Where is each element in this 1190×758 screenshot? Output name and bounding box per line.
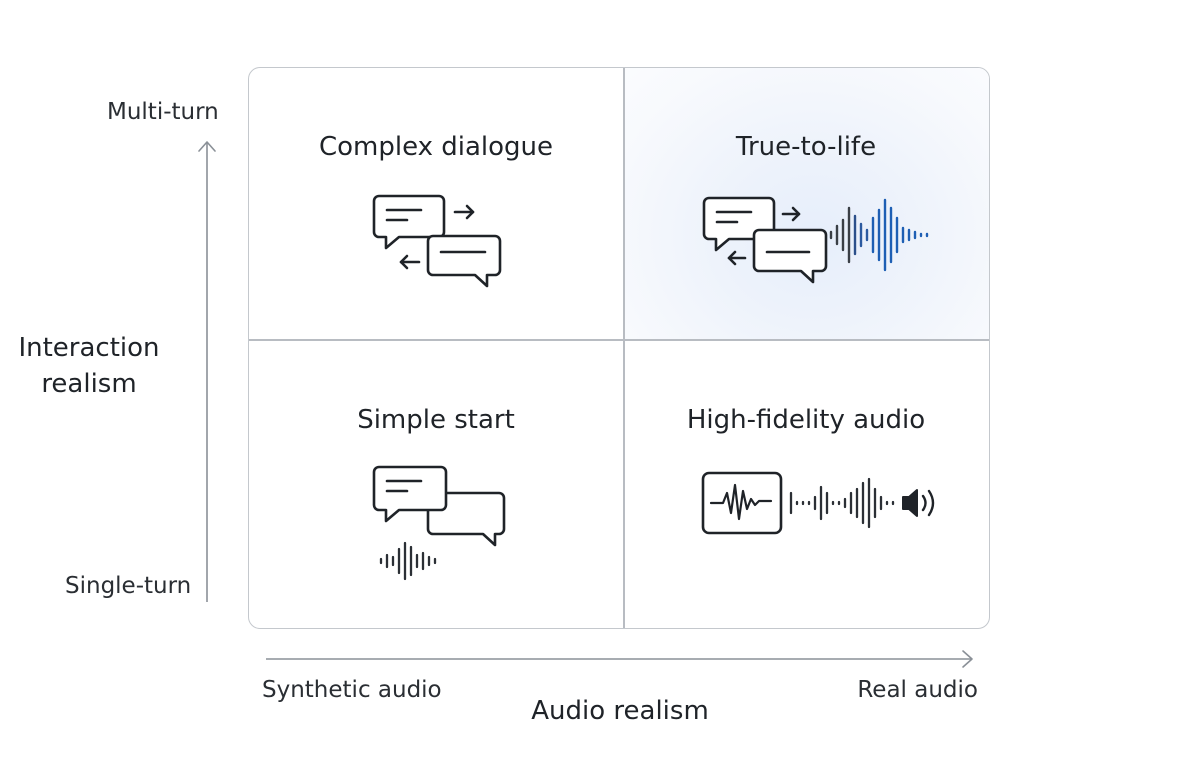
quadrant-simple-start: Simple start [249,339,623,628]
y-axis-title: Interaction realism [16,330,162,402]
quadrant-title: High-fidelity audio [686,405,926,435]
y-axis-top-label: Multi-turn [107,99,219,125]
horizontal-divider [249,339,989,341]
quadrant-complex-dialogue: Complex dialogue [249,68,623,339]
x-axis-right-label: Real audio [857,677,978,703]
y-axis-arrow [198,141,216,602]
x-axis-title: Audio realism [531,696,709,726]
x-axis-left-label: Synthetic audio [262,677,442,703]
x-axis-arrow [266,650,973,668]
quadrant-true-to-life: True-to-life [623,68,989,339]
y-axis-title-line-2: realism [41,369,137,399]
y-axis-bottom-label: Single-turn [65,573,192,599]
quadrant-grid: Complex dialogue True-to-life [248,67,990,629]
dialogue-exchange-icon [372,194,502,288]
audio-waveform-speaker-icon [701,471,935,535]
quadrant-title: True-to-life [735,132,877,162]
quadrant-title: Simple start [357,405,515,435]
chat-bubbles-waveform-icon [372,465,506,581]
quadrant-high-fidelity-audio: High-fidelity audio [623,339,989,628]
quadrant-title: Complex dialogue [318,132,554,162]
dialogue-waveform-icon [702,196,929,284]
vertical-divider [623,68,625,628]
y-axis-title-line-1: Interaction [18,333,160,363]
